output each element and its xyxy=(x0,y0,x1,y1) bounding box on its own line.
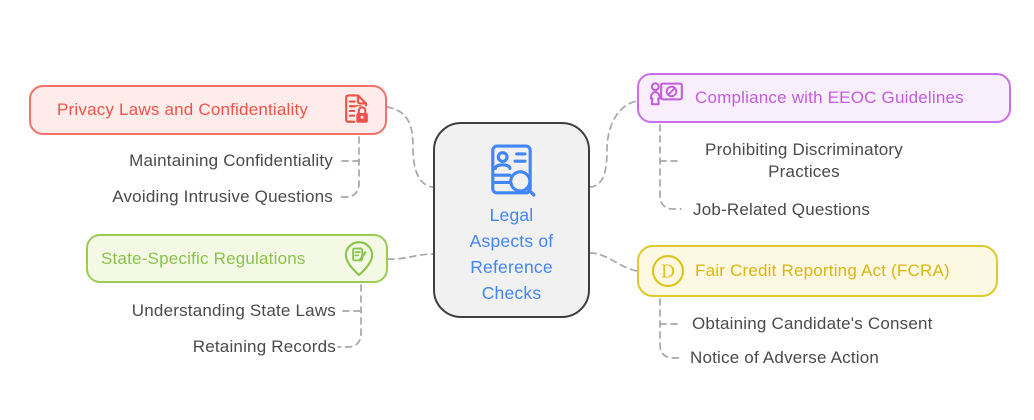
center-title-line-2: Aspects of xyxy=(469,231,554,251)
subitem-prohibiting-discriminatory-practices[interactable]: Prohibiting Discriminatory Practices xyxy=(705,140,903,181)
center-node-title: Legal Aspects of Reference Checks xyxy=(470,202,554,306)
subitem-retaining-records[interactable]: Retaining Records xyxy=(192,337,336,356)
map-pin-edit-icon xyxy=(341,239,377,279)
connector-fcra-child2 xyxy=(659,298,682,359)
subitem-avoiding-intrusive-questions[interactable]: Avoiding Intrusive Questions xyxy=(112,187,333,206)
subitem-obtaining-candidates-consent[interactable]: Obtaining Candidate's Consent xyxy=(692,314,933,333)
presenter-prohibition-icon xyxy=(648,80,686,116)
subitem-maintaining-confidentiality[interactable]: Maintaining Confidentiality xyxy=(129,151,333,170)
connector-center-state xyxy=(387,253,434,260)
letter-d-badge-icon: D xyxy=(650,253,686,289)
document-lock-icon xyxy=(341,92,373,128)
subitem-notice-of-adverse-action[interactable]: Notice of Adverse Action xyxy=(690,348,880,367)
branch-eeoc-compliance[interactable]: Compliance with EEOC Guidelines xyxy=(637,73,1011,123)
connector-state-child2 xyxy=(337,284,362,348)
letter-d-badge-letter: D xyxy=(661,262,676,283)
branch-eeoc-compliance-label: Compliance with EEOC Guidelines xyxy=(695,88,964,107)
center-title-line-3: Reference xyxy=(470,257,553,277)
connector-center-eeoc xyxy=(589,100,638,188)
connector-center-fcra xyxy=(589,252,638,272)
branch-state-regulations-label: State-Specific Regulations xyxy=(101,248,306,268)
center-title-line-1: Legal xyxy=(489,205,534,225)
subitem-understanding-state-laws[interactable]: Understanding State Laws xyxy=(131,301,336,320)
branch-privacy-laws[interactable]: Privacy Laws and Confidentiality xyxy=(29,85,387,135)
center-title-line-4: Checks xyxy=(481,283,542,303)
branch-fcra-label: Fair Credit Reporting Act (FCRA) xyxy=(695,261,950,280)
resume-search-icon xyxy=(485,143,539,197)
connector-eeoc-child2 xyxy=(659,124,682,210)
connector-center-privacy xyxy=(386,106,434,188)
branch-fcra[interactable]: D Fair Credit Reporting Act (FCRA) xyxy=(637,245,998,297)
branch-privacy-laws-label: Privacy Laws and Confidentiality xyxy=(57,100,309,119)
center-node-legal-aspects[interactable]: Legal Aspects of Reference Checks xyxy=(433,122,590,318)
connector-privacy-child2 xyxy=(336,136,360,198)
branch-state-regulations[interactable]: State-Specific Regulations xyxy=(86,234,388,283)
subitem-job-related-questions[interactable]: Job-Related Questions xyxy=(693,200,871,219)
